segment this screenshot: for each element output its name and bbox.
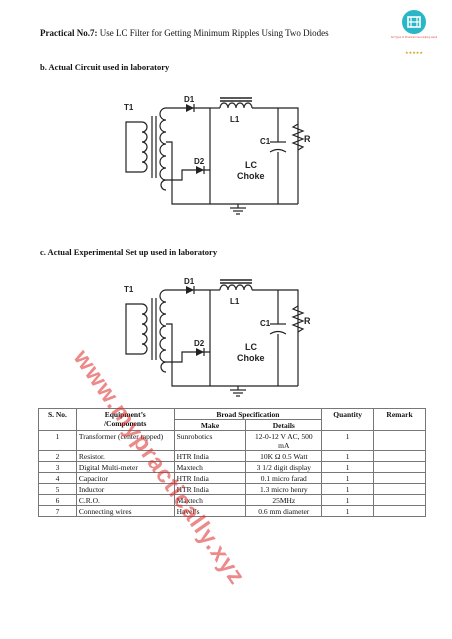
label-choke: Choke	[237, 353, 265, 363]
table-row: 4 Capacitor HTR India 0.1 micro farad 1	[38, 472, 426, 484]
header-details: Details	[245, 419, 323, 431]
label-c1: C1	[260, 137, 271, 146]
logo-text: All Types of Practical Free Helping Hand	[390, 36, 438, 39]
cell-sno: 2	[38, 450, 77, 462]
label-lc: LC	[245, 160, 257, 170]
logo-stars: ★★★★★	[405, 50, 423, 55]
label-lc: LC	[245, 342, 257, 352]
logo-badge-icon	[402, 10, 426, 34]
cell-sno: 6	[38, 494, 77, 506]
cell-remark	[373, 494, 426, 506]
cell-make: Maxtech	[173, 461, 247, 473]
cell-details: 0.1 micro farad	[245, 472, 323, 484]
setup-heading: c. Actual Experimental Set up used in la…	[40, 247, 218, 257]
table-row: 1 Transformer (center tapped) Sunrobotic…	[38, 430, 426, 451]
cell-details: 1.3 micro henry	[245, 483, 323, 495]
site-logo: All Types of Practical Free Helping Hand…	[388, 10, 440, 56]
cell-make: HTR India	[173, 450, 247, 462]
label-c1: C1	[260, 319, 271, 328]
component-table: S. No. Equipment’s /Components Broad Spe…	[38, 408, 426, 517]
cell-details: 10K Ω 0.5 Watt	[245, 450, 323, 462]
cell-details: 25MHz	[245, 494, 323, 506]
cell-details: 12-0-12 V AC, 500 mA	[245, 430, 323, 451]
label-choke: Choke	[237, 171, 265, 181]
label-rl: RL	[304, 316, 310, 328]
cell-remark	[373, 505, 426, 517]
cell-remark	[373, 430, 426, 451]
cell-remark	[373, 472, 426, 484]
label-l1: L1	[230, 115, 240, 124]
label-d1: D1	[184, 277, 195, 286]
label-l1: L1	[230, 297, 240, 306]
cell-qty: 1	[321, 461, 375, 473]
cell-qty: 1	[321, 505, 375, 517]
cell-sno: 4	[38, 472, 77, 484]
cell-details: 3 1/2 digit display	[245, 461, 323, 473]
cell-details: 0.6 mm diameter	[245, 505, 323, 517]
cell-qty: 1	[321, 430, 375, 451]
table-row: 6 C.R.O. Maxtech 25MHz 1	[38, 494, 426, 506]
cell-component: C.R.O.	[75, 494, 175, 506]
cell-sno: 3	[38, 461, 77, 473]
cell-qty: 1	[321, 483, 375, 495]
header-quantity: Quantity	[321, 408, 375, 431]
setup-diagram: T1 D1 D2 L1 C1 RL LC Choke	[124, 277, 310, 397]
table-row: 2 Resistor. HTR India 10K Ω 0.5 Watt 1	[38, 450, 426, 462]
label-d2: D2	[194, 339, 205, 348]
table-row: 3 Digital Multi-meter Maxtech 3 1/2 digi…	[38, 461, 426, 473]
circuit-heading: b. Actual Circuit used in laboratory	[40, 62, 170, 72]
header-broad-spec: Broad Specification	[173, 408, 323, 420]
label-d1: D1	[184, 95, 195, 104]
cell-qty: 1	[321, 472, 375, 484]
cell-remark	[373, 483, 426, 495]
page-title: Practical No.7: Use LC Filter for Gettin…	[40, 28, 329, 38]
cell-component: Connecting wires	[75, 505, 175, 517]
header-equipment-line1: Equipment’s	[104, 409, 146, 419]
header-remark: Remark	[373, 408, 426, 431]
practical-title: Use LC Filter for Getting Minimum Ripple…	[99, 28, 329, 38]
cell-sno: 5	[38, 483, 77, 495]
label-d2: D2	[194, 157, 205, 166]
cell-make: Sunrobotics	[173, 430, 247, 451]
cell-sno: 7	[38, 505, 77, 517]
table-row: 5 Inductor HTR India 1.3 micro henry 1	[38, 483, 426, 495]
table-row: 7 Connecting wires Havel’s 0.6 mm diamet…	[38, 505, 426, 517]
practical-number: Practical No.7:	[40, 28, 98, 38]
header-equipment-line2: /Components	[103, 418, 147, 428]
header-make: Make	[173, 419, 247, 431]
cell-remark	[373, 450, 426, 462]
cell-sno: 1	[38, 430, 77, 451]
cell-qty: 1	[321, 494, 375, 506]
label-t1: T1	[124, 103, 134, 112]
label-t1: T1	[124, 285, 134, 294]
cell-make: Havel’s	[173, 505, 247, 517]
label-rl: RL	[304, 134, 310, 146]
header-sno: S. No.	[38, 408, 77, 431]
cell-remark	[373, 461, 426, 473]
cell-qty: 1	[321, 450, 375, 462]
circuit-diagram: T1 D1 D2 L1 C1 RL LC Choke	[124, 95, 310, 215]
